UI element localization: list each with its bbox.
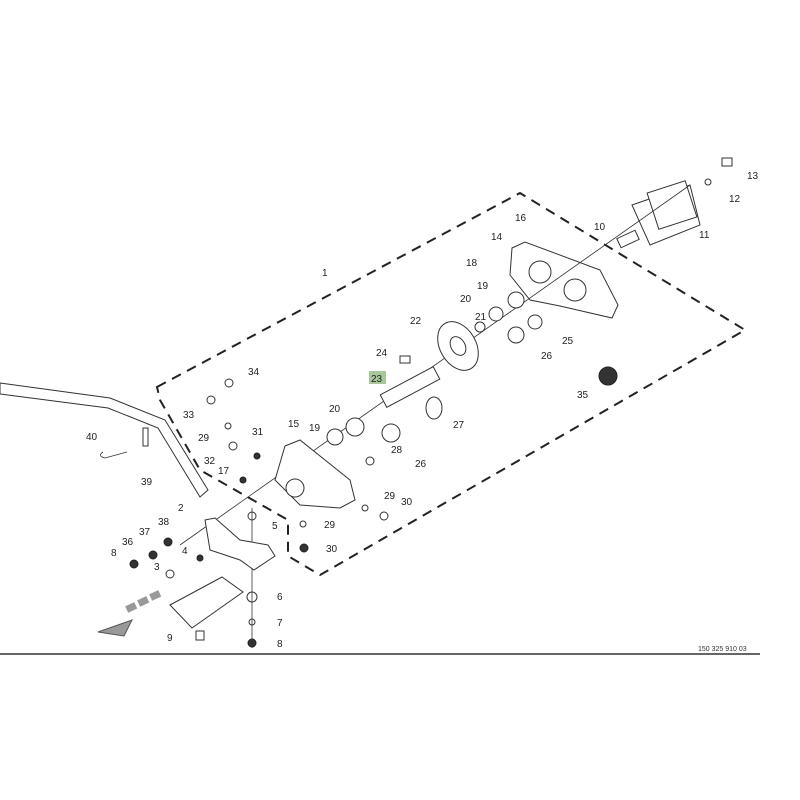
gear-housing <box>509 241 619 319</box>
key <box>399 355 411 364</box>
pinion <box>425 396 443 420</box>
assembly-boundary <box>155 191 747 577</box>
mounting-bracket <box>204 517 276 571</box>
callout: 29 <box>324 520 336 531</box>
callout: 9 <box>167 633 173 644</box>
callout: 40 <box>86 432 98 443</box>
bearing <box>381 423 401 443</box>
callout: 36 <box>122 537 134 548</box>
callout: 18 <box>466 258 478 269</box>
callout: 38 <box>158 517 170 528</box>
bearing <box>507 291 525 309</box>
callout: 21 <box>475 312 487 323</box>
callout: 25 <box>562 336 574 347</box>
seal <box>326 428 344 446</box>
o-ring <box>365 456 375 466</box>
callout: 30 <box>401 497 413 508</box>
gear-hub <box>449 336 467 356</box>
direction-arrow-icon <box>97 590 162 637</box>
mounting-plate <box>169 576 244 629</box>
callout: 37 <box>139 527 151 538</box>
callout: 1 <box>322 268 328 279</box>
callout: 15 <box>288 419 300 430</box>
seal <box>527 314 543 330</box>
callout: 30 <box>326 544 338 555</box>
coupling <box>616 229 640 249</box>
callout: 2 <box>178 503 184 514</box>
grease-dot <box>598 366 618 386</box>
bearing <box>345 417 365 437</box>
callout: 6 <box>277 592 283 603</box>
callout-highlighted: 23 <box>371 374 383 385</box>
hair-pin <box>100 451 128 459</box>
drawing-number: 150 325 910 03 <box>698 646 747 653</box>
callout: 24 <box>376 348 388 359</box>
callout: 31 <box>252 427 264 438</box>
bearing <box>507 326 525 344</box>
callout: 35 <box>577 390 589 401</box>
callout: 32 <box>204 456 216 467</box>
splined-shaft <box>379 366 441 408</box>
bearing <box>488 306 504 322</box>
hardware <box>129 378 389 648</box>
bolt <box>721 157 733 167</box>
callout: 39 <box>141 477 153 488</box>
callout: 20 <box>460 294 472 305</box>
cover-bore <box>285 478 305 498</box>
callout: 19 <box>309 423 321 434</box>
callout: 34 <box>248 367 260 378</box>
callout: 28 <box>391 445 403 456</box>
callout: 29 <box>384 491 396 502</box>
callout: 14 <box>491 232 503 243</box>
callout: 29 <box>198 433 210 444</box>
callout: 27 <box>453 420 465 431</box>
highlighted-callout-box <box>369 371 386 384</box>
callout: 7 <box>277 618 283 629</box>
callout: 26 <box>415 459 427 470</box>
housing-bore <box>528 260 552 284</box>
callout: 26 <box>541 351 553 362</box>
callout: 16 <box>515 213 527 224</box>
callout: 17 <box>218 466 230 477</box>
callout: 3 <box>154 562 160 573</box>
axis-line <box>179 184 691 546</box>
ring <box>474 321 486 333</box>
callout-labels: 13 12 11 10 16 14 18 1 19 20 21 22 25 26… <box>86 171 759 650</box>
drawbar-pin <box>142 427 149 447</box>
callout: 22 <box>410 316 422 327</box>
callout: 20 <box>329 404 341 415</box>
washer <box>704 178 712 186</box>
callout: 5 <box>272 521 278 532</box>
callout: 19 <box>477 281 489 292</box>
gear-cover <box>274 439 356 509</box>
callout: 10 <box>594 222 606 233</box>
callout: 4 <box>182 546 188 557</box>
callout: 13 <box>747 171 759 182</box>
callout: 12 <box>729 194 741 205</box>
callout: 33 <box>183 410 195 421</box>
callout: 8 <box>277 639 283 650</box>
drawbar <box>0 382 209 498</box>
callout: 8 <box>111 548 117 559</box>
housing-bore <box>563 278 587 302</box>
callout: 11 <box>699 230 710 241</box>
